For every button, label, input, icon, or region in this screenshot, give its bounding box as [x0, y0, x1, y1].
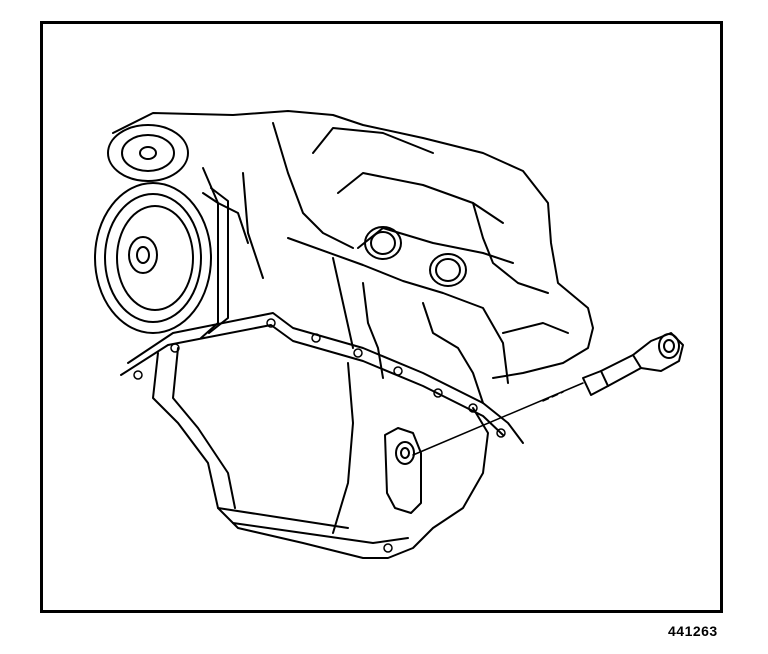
- installation-path-line: [412, 382, 584, 456]
- freeze-plug: [429, 253, 467, 287]
- oil-pan-rail: [120, 312, 524, 444]
- oil-level-sensor: [582, 332, 684, 396]
- engine-block: [112, 110, 594, 404]
- freeze-plug: [364, 226, 402, 260]
- pan-bolts: [133, 318, 506, 553]
- accessory-pulley: [107, 124, 189, 182]
- illustration-frame: [40, 21, 723, 613]
- oil-drain-boss: [384, 427, 422, 514]
- engine-oil-pan-illustration: [94, 110, 684, 559]
- figure-id: 441263: [668, 623, 718, 639]
- crankshaft-pulley: [94, 182, 229, 339]
- oil-pan: [152, 347, 489, 559]
